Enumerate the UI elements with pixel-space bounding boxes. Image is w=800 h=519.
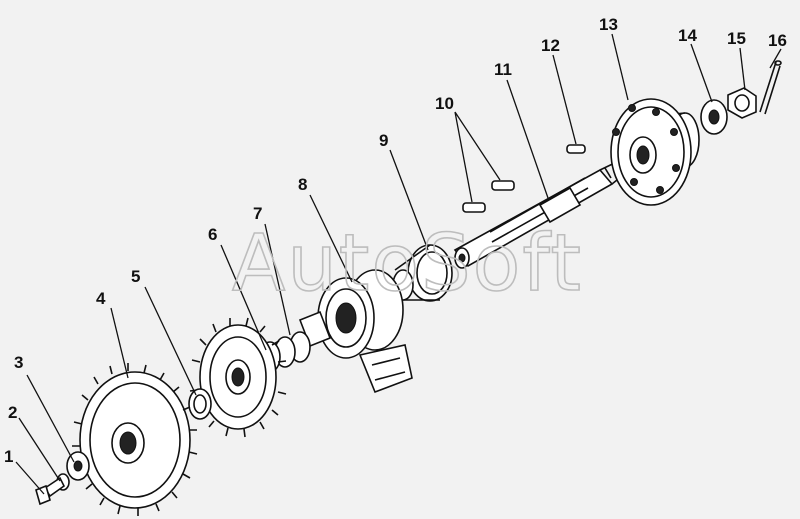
- callout-16: 16: [768, 31, 787, 50]
- part-bolt-washers: [35, 451, 90, 506]
- callout-10: 10: [435, 94, 454, 113]
- part-flange-hub: [610, 98, 700, 206]
- callout-12: 12: [541, 36, 560, 55]
- part-bearing-housing: [298, 269, 413, 394]
- callout-6: 6: [208, 225, 217, 244]
- callout-14: 14: [678, 26, 697, 45]
- part-spacer-ring: [392, 244, 453, 302]
- callout-4: 4: [96, 289, 106, 308]
- watermark-text: AutoSoft: [232, 219, 583, 309]
- callout-7: 7: [253, 204, 262, 223]
- part-washer-nut-pin: [700, 60, 782, 135]
- callout-labels: 1 2 3 4 5 6 7 8 9 10 11 12 13 14 15 16: [4, 15, 787, 466]
- callout-3: 3: [14, 353, 23, 372]
- callout-8: 8: [298, 175, 307, 194]
- part-bushing: [188, 388, 212, 420]
- callout-9: 9: [379, 131, 388, 150]
- part-keys: [462, 144, 586, 213]
- callout-13: 13: [599, 15, 618, 34]
- callout-11: 11: [494, 60, 512, 79]
- part-small-sprocket: [189, 317, 287, 438]
- callout-2: 2: [8, 403, 17, 422]
- leader-lines: [15, 33, 782, 495]
- part-large-sprocket: [72, 363, 198, 516]
- callout-1: 1: [4, 447, 13, 466]
- callout-5: 5: [131, 267, 140, 286]
- callout-15: 15: [727, 29, 746, 48]
